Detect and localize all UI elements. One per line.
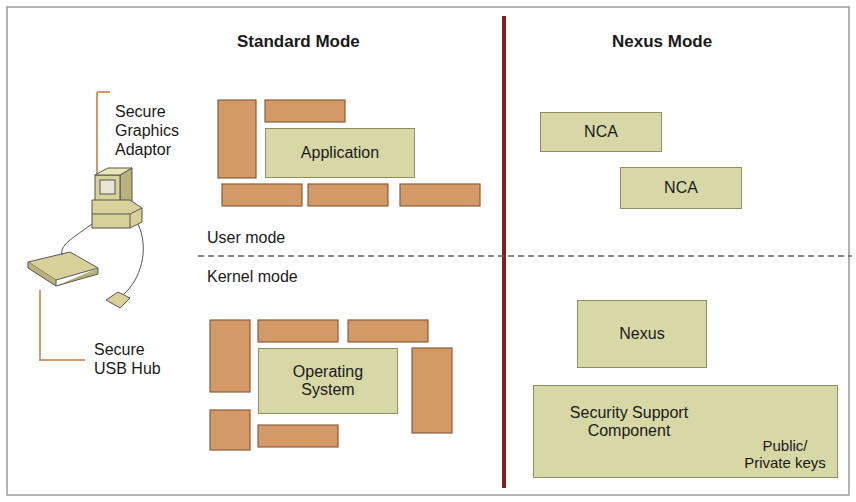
box-label: Security Support Component [544,404,714,441]
callout-label: Secure Graphics Adaptor [115,102,205,160]
nexus-box: Nexus [577,300,707,368]
mode-heading: Standard Mode [237,32,360,52]
mode-heading: Nexus Mode [612,32,712,52]
application-box: Application [265,128,415,178]
box-label: Operating System [265,363,391,400]
callout-label: Secure USB Hub [94,340,174,378]
level-label: User mode [207,229,285,247]
box-label: NCA [664,179,698,197]
level-label: Kernel mode [207,268,298,286]
box-label: Application [301,144,379,162]
mode-divider [502,16,506,488]
os-box: Operating System [258,348,398,414]
box-label: Nexus [619,325,664,343]
box-label: NCA [584,123,618,141]
nca-box: NCA [540,112,662,152]
keys-label: Public/ Private keys [741,437,829,472]
mode-boundary [198,255,852,257]
nca-box: NCA [620,167,742,209]
security-support-box: Security Support ComponentPublic/ Privat… [533,385,838,478]
frame [7,7,849,495]
